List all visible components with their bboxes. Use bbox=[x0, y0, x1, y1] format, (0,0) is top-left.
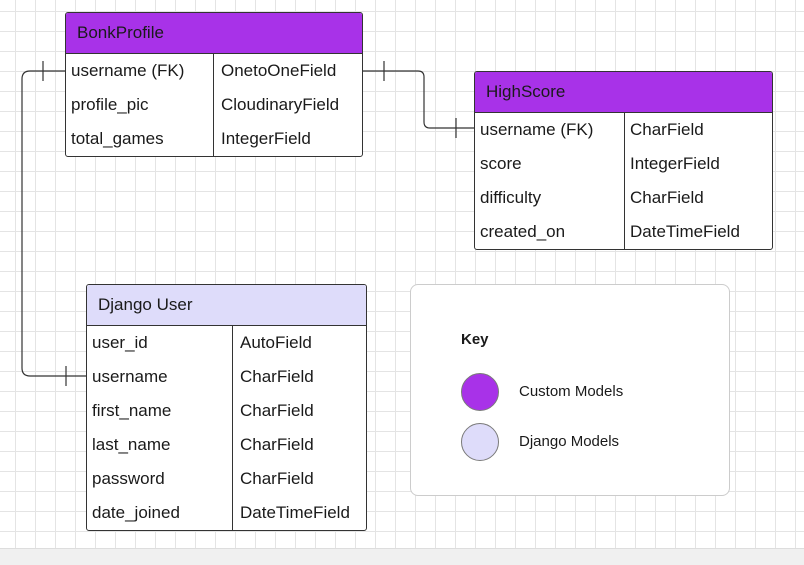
entity-highscore[interactable]: HighScore username (FK) CharField score … bbox=[474, 71, 773, 250]
field-name: username (FK) bbox=[71, 61, 185, 80]
field-type: DateTimeField bbox=[630, 222, 740, 241]
column-divider bbox=[232, 326, 233, 530]
field-name: date_joined bbox=[92, 503, 180, 522]
field-type: OnetoOneField bbox=[221, 61, 337, 80]
legend-swatch-custom bbox=[461, 373, 499, 411]
entity-row: score IntegerField bbox=[475, 147, 772, 181]
entity-row: profile_pic CloudinaryField bbox=[66, 88, 362, 122]
entity-row: date_joined DateTimeField bbox=[87, 496, 366, 530]
entity-row: difficulty CharField bbox=[475, 181, 772, 215]
field-name: score bbox=[480, 154, 522, 173]
field-type: CharField bbox=[240, 435, 314, 454]
field-name: total_games bbox=[71, 129, 164, 148]
field-name: created_on bbox=[480, 222, 566, 241]
entity-row: username (FK) OnetoOneField bbox=[66, 54, 362, 88]
entity-row: username CharField bbox=[87, 360, 366, 394]
entity-title: HighScore bbox=[475, 72, 772, 113]
entity-row: total_games IntegerField bbox=[66, 122, 362, 156]
connector-bonkprofile-highscore bbox=[362, 70, 475, 129]
field-name: user_id bbox=[92, 333, 148, 352]
column-divider bbox=[624, 113, 625, 249]
entity-row: username (FK) CharField bbox=[475, 113, 772, 147]
field-type: AutoField bbox=[240, 333, 312, 352]
field-name: password bbox=[92, 469, 165, 488]
column-divider bbox=[213, 54, 214, 156]
field-name: last_name bbox=[92, 435, 171, 454]
field-type: DateTimeField bbox=[240, 503, 350, 522]
legend-label-custom: Custom Models bbox=[519, 383, 624, 400]
entity-title: Django User bbox=[87, 285, 366, 326]
entity-bonkprofile[interactable]: BonkProfile username (FK) OnetoOneField … bbox=[65, 12, 363, 157]
field-name: username bbox=[92, 367, 168, 386]
field-type: IntegerField bbox=[630, 154, 720, 173]
field-type: CharField bbox=[630, 120, 704, 139]
field-type: CloudinaryField bbox=[221, 95, 340, 114]
legend-label-django: Django Models bbox=[519, 433, 620, 450]
legend-swatch-django bbox=[461, 423, 499, 461]
entity-row: user_id AutoField bbox=[87, 326, 366, 360]
entity-row: password CharField bbox=[87, 462, 366, 496]
entity-row: last_name CharField bbox=[87, 428, 366, 462]
connector-bonkprofile-djangouser bbox=[21, 70, 86, 377]
entity-row: created_on DateTimeField bbox=[475, 215, 772, 249]
field-name: difficulty bbox=[480, 188, 542, 207]
field-type: CharField bbox=[240, 469, 314, 488]
field-type: CharField bbox=[630, 188, 704, 207]
field-type: CharField bbox=[240, 367, 314, 386]
canvas-bottom-bar bbox=[0, 548, 804, 565]
field-type: CharField bbox=[240, 401, 314, 420]
field-name: profile_pic bbox=[71, 95, 149, 114]
entity-title: BonkProfile bbox=[66, 13, 362, 54]
entity-row: first_name CharField bbox=[87, 394, 366, 428]
field-name: first_name bbox=[92, 401, 172, 420]
entity-django-user[interactable]: Django User user_id AutoField username C… bbox=[86, 284, 367, 531]
field-type: IntegerField bbox=[221, 129, 311, 148]
legend-title: Key bbox=[461, 331, 489, 348]
field-name: username (FK) bbox=[480, 120, 594, 139]
legend-panel: Key Custom Models Django Models bbox=[410, 284, 730, 496]
